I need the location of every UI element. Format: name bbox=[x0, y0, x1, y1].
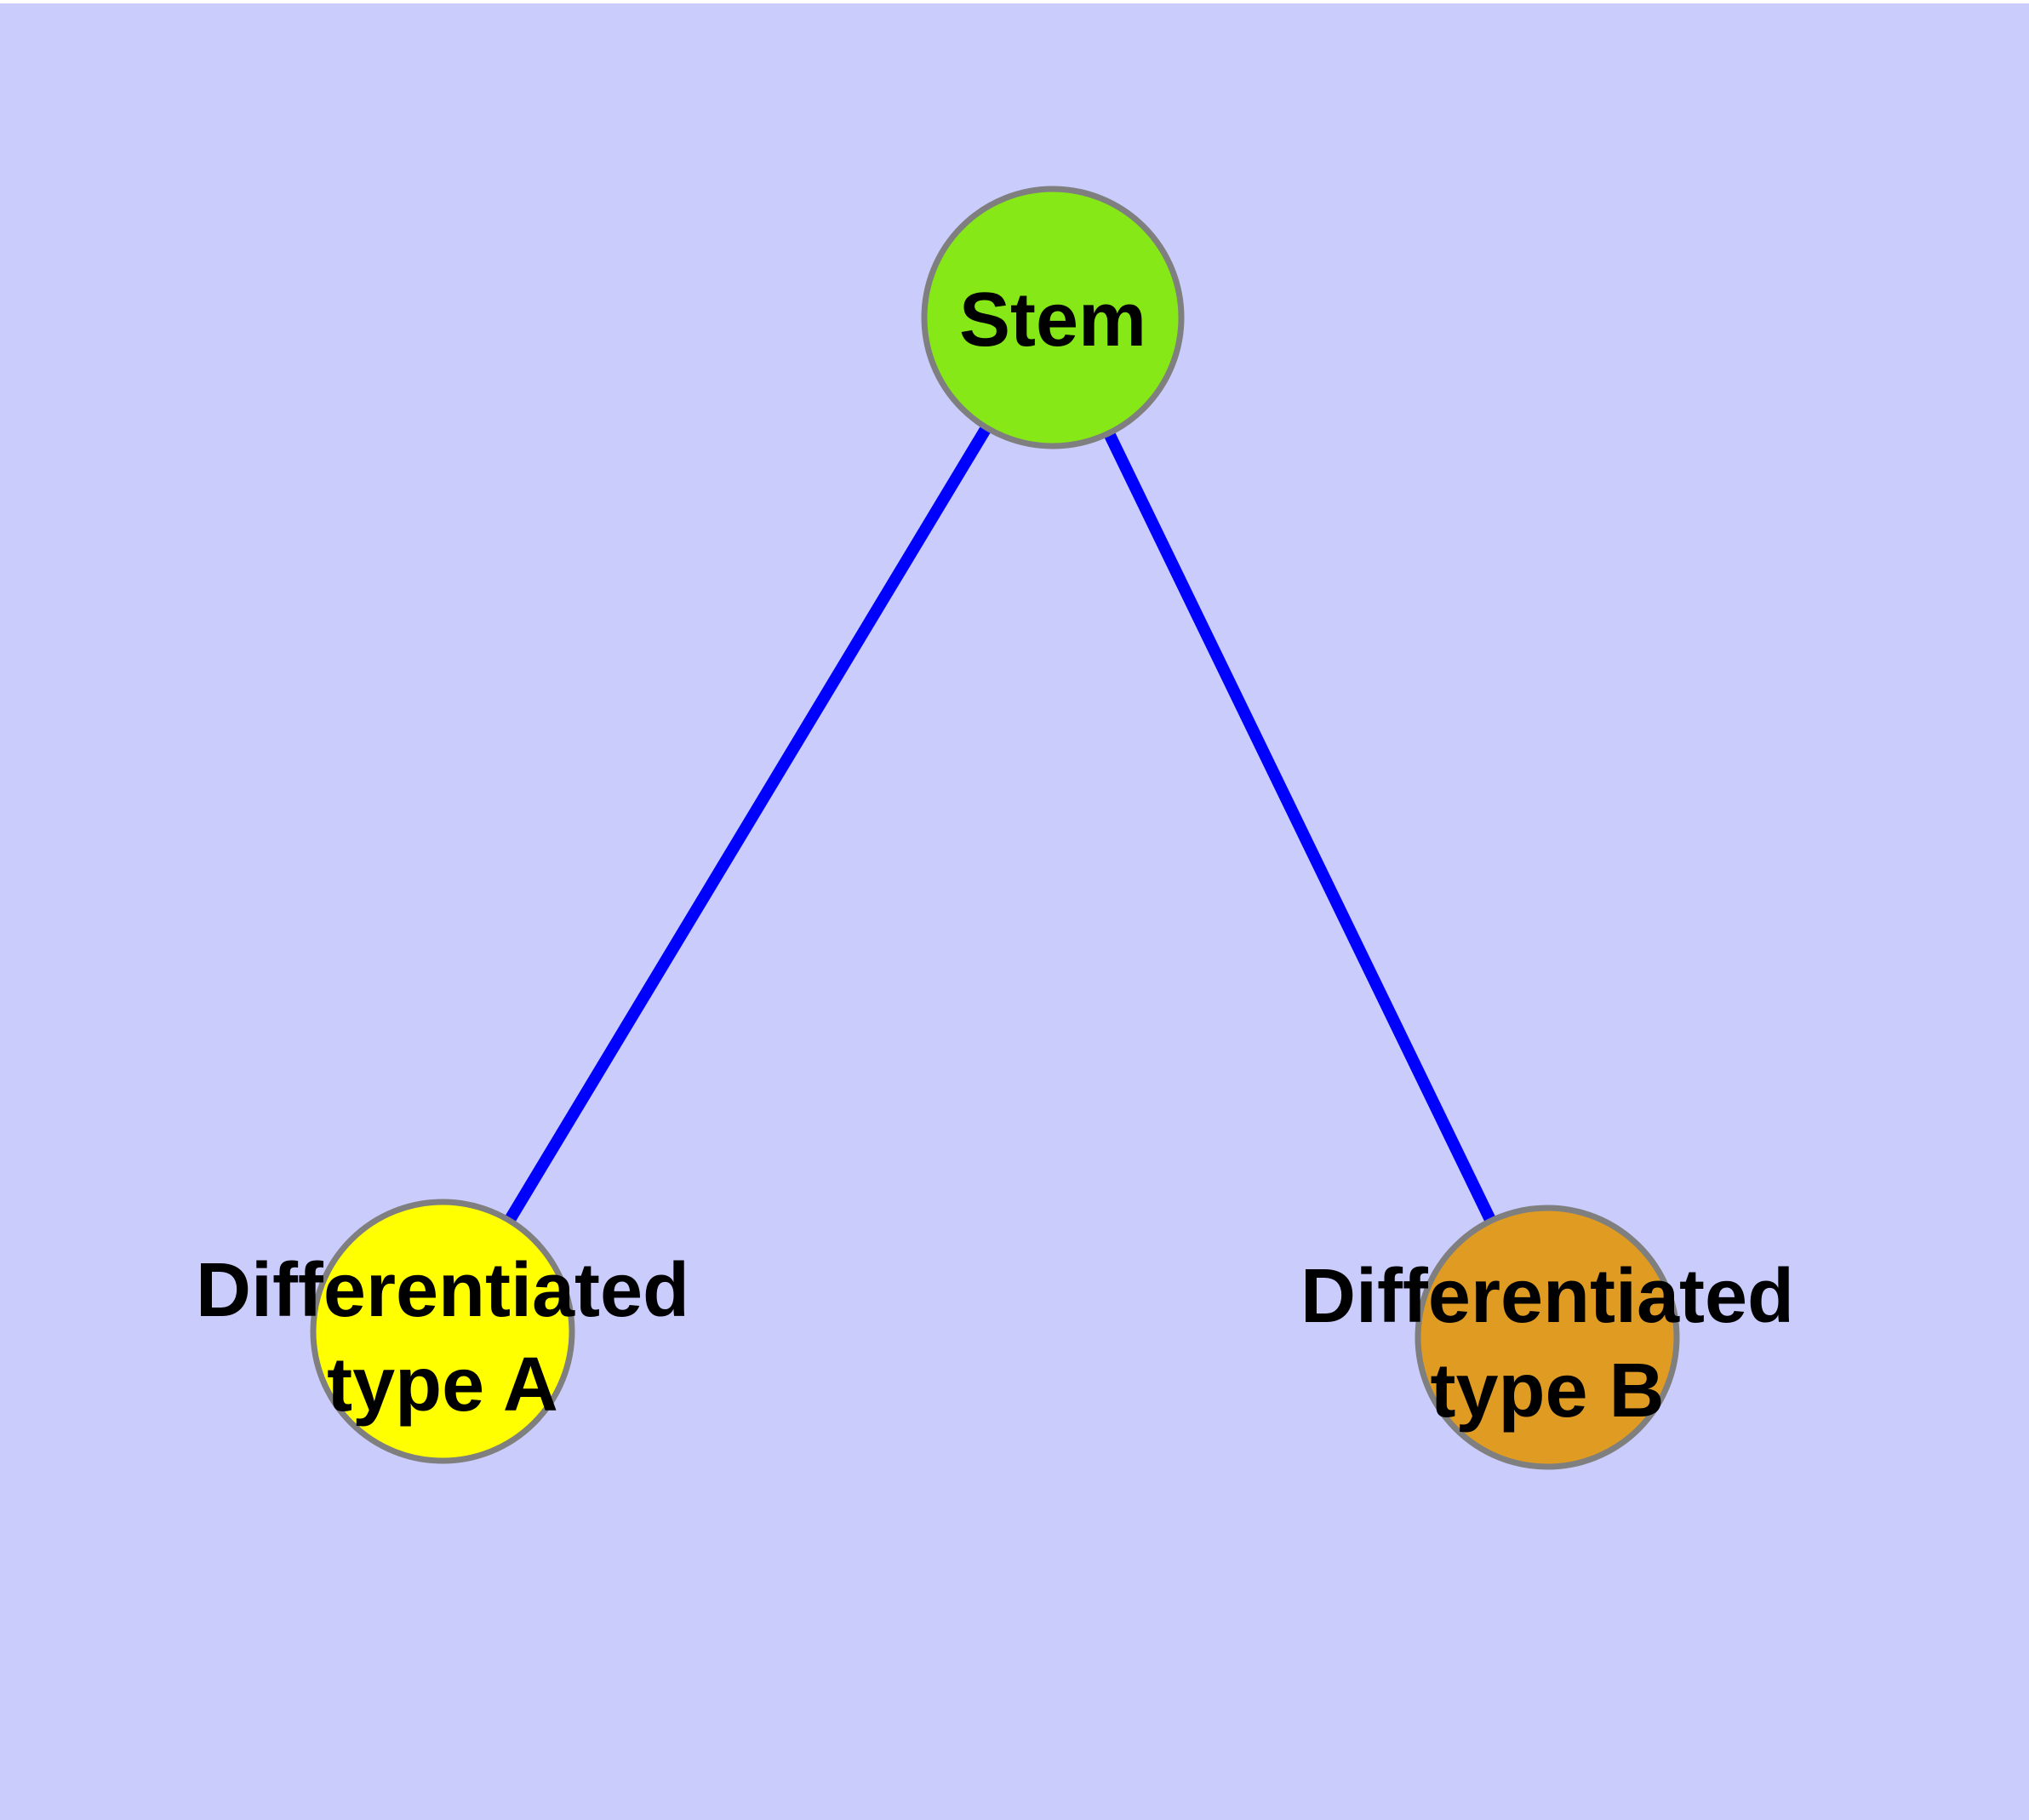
node-differentiated-type-a bbox=[310, 1199, 575, 1464]
node-differentiated-type-b bbox=[1415, 1205, 1680, 1470]
node-stem bbox=[921, 186, 1185, 449]
node-type-b-label-line1: Differentiated bbox=[1300, 1254, 1794, 1339]
edge-stem-to-type-a bbox=[437, 314, 1058, 1335]
edge-stem-to-type-b bbox=[1047, 314, 1553, 1341]
node-stem-label: Stem bbox=[959, 278, 1146, 363]
node-type-b-label-line2: type B bbox=[1430, 1348, 1664, 1434]
node-type-a-label-line1: Differentiated bbox=[196, 1248, 689, 1333]
node-type-a-label-line2: type A bbox=[327, 1342, 558, 1428]
